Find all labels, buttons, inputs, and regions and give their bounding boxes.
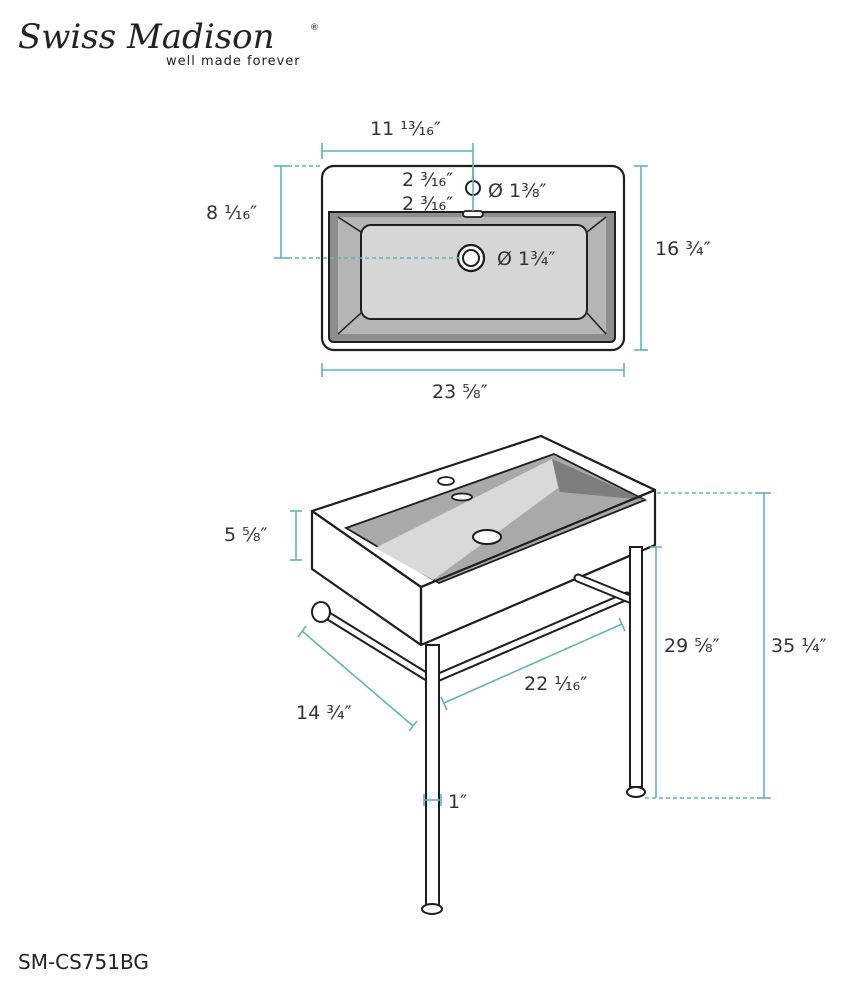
drain-icon (472, 529, 502, 545)
basin-floor (360, 224, 588, 320)
faucet-hole-diameter-label: Ø 1³⁄₈″ (488, 180, 547, 202)
depth-label: 16 ³⁄₄″ (655, 238, 711, 260)
leg-height-label: 29 ⁵⁄₈″ (664, 635, 720, 657)
model-number: SM-CS751BG (18, 950, 149, 974)
width-label: 23 ⁵⁄₈″ (432, 381, 488, 403)
drain-from-back-label: 8 ¹⁄₁₆″ (206, 202, 257, 224)
brand-name: Swiss Madison (18, 17, 275, 57)
towel-bar-length-label: 22 ¹⁄₁₆″ (524, 673, 587, 695)
perspective-view: 5 ⁵⁄₈″ 35 ¹⁄₄″ 29 ⁵⁄₈″ 22 ¹⁄₁₆″ 14 ³⁄₄″ … (224, 434, 827, 915)
leg-diameter-label: 1″ (448, 791, 467, 813)
front-leg (425, 644, 440, 908)
sink-side-face (419, 488, 657, 647)
registered-mark: ® (310, 23, 319, 33)
faucet-hole-from-back-label: 2 ³⁄₁₆″ (402, 169, 453, 191)
overflow-slot-icon (462, 210, 484, 218)
basin-height-label: 5 ⁵⁄₈″ (224, 524, 268, 546)
side-depth-label: 14 ³⁄₄″ (296, 702, 352, 724)
faucet-offset-label: 11 ¹³⁄₁₆″ (370, 118, 441, 140)
brand-tagline: well made forever (166, 54, 301, 69)
drain-diameter-label: Ø 1³⁄₄″ (497, 248, 556, 270)
basin-inner-floor (375, 459, 558, 580)
top-view: 11 ¹³⁄₁₆″ 8 ¹⁄₁₆″ 2 ³⁄₁₆″ 2 ³⁄₁₆″ Ø 1³⁄₈… (206, 118, 711, 403)
overflow-slot-icon (451, 492, 473, 502)
brand-logo: Swiss Madison ® well made forever (18, 17, 319, 69)
back-leg (629, 546, 643, 788)
drain-icon (456, 243, 486, 273)
overflow-from-faucet-label: 2 ³⁄₁₆″ (402, 193, 453, 215)
total-height-label: 35 ¹⁄₄″ (771, 635, 827, 657)
faucet-hole-icon (437, 476, 455, 486)
